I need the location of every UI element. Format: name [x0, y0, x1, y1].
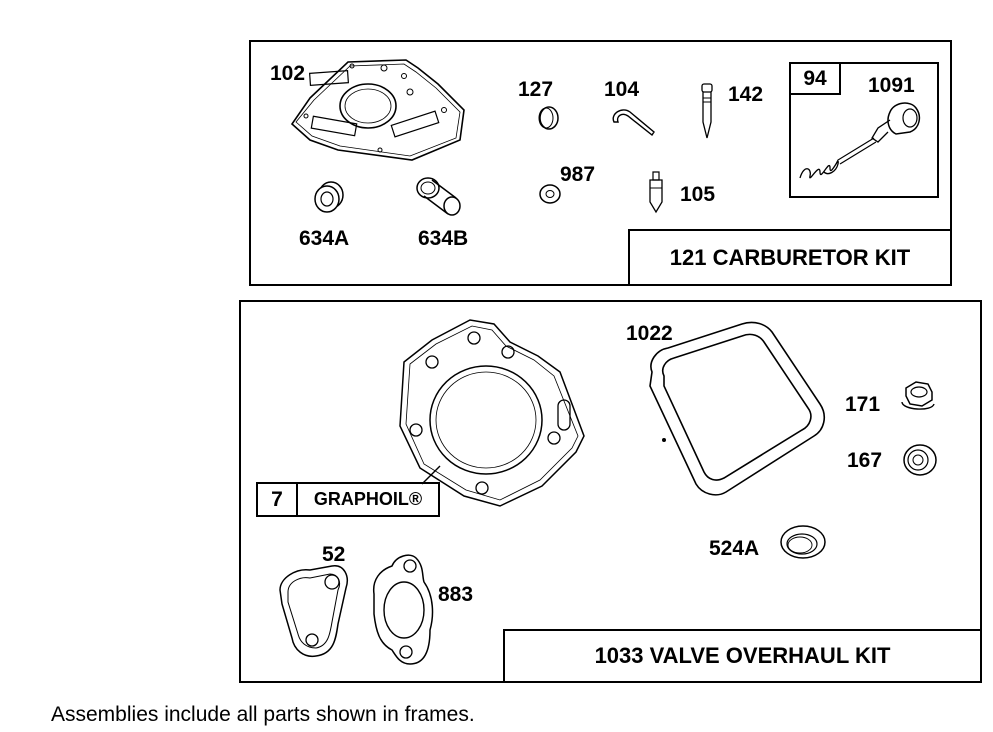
- graphoil-number-box: 7: [256, 482, 298, 517]
- part-104-label: 104: [604, 78, 640, 101]
- part-105-label: 105: [680, 183, 716, 206]
- nut-171-drawing: [898, 380, 938, 414]
- part-524a-label: 524A: [709, 537, 760, 560]
- part-142-label: 142: [728, 83, 764, 106]
- part-1091-label: 1091: [868, 74, 915, 97]
- head-gasket-drawing: [392, 318, 588, 506]
- float-needle-105-drawing: [646, 172, 666, 214]
- part-171-label: 171: [845, 393, 881, 416]
- part-634b-label: 634B: [418, 227, 469, 250]
- part-94-box: 94: [789, 62, 841, 95]
- part-987-label: 987: [560, 163, 596, 186]
- seal-634a-drawing: [313, 180, 345, 214]
- choke-1091-drawing: [798, 98, 928, 186]
- graphoil-label-box: GRAPHOIL®: [296, 482, 440, 517]
- part-167-label: 167: [847, 449, 883, 472]
- part-52-label: 52: [322, 543, 346, 566]
- part-634a-label: 634A: [299, 227, 350, 250]
- washer-987-drawing: [538, 182, 562, 206]
- needle-142-drawing: [697, 82, 717, 142]
- plug-127-drawing: [536, 104, 562, 132]
- sleeve-634b-drawing: [414, 176, 466, 216]
- carburetor-gasket-drawing: [288, 58, 468, 164]
- oil-seal-524a-drawing: [778, 522, 828, 562]
- footer-note: Assemblies include all parts shown in fr…: [51, 703, 475, 726]
- rocker-cover-gasket-drawing: [642, 320, 828, 498]
- part-883-label: 883: [438, 583, 474, 606]
- gasket-52-drawing: [276, 562, 352, 658]
- valve-kit-title: 1033 VALVE OVERHAUL KIT: [503, 629, 982, 683]
- choke-subframe: [789, 62, 939, 198]
- carburetor-kit-title: 121 CARBURETOR KIT: [628, 229, 952, 286]
- part-1022-label: 1022: [626, 322, 673, 345]
- gasket-883-drawing: [370, 552, 436, 668]
- washer-167-drawing: [900, 442, 940, 478]
- carburetor-kit-frame: [249, 40, 952, 286]
- part-127-label: 127: [518, 78, 554, 101]
- pin-104-drawing: [610, 104, 658, 138]
- part-102-label: 102: [270, 62, 306, 85]
